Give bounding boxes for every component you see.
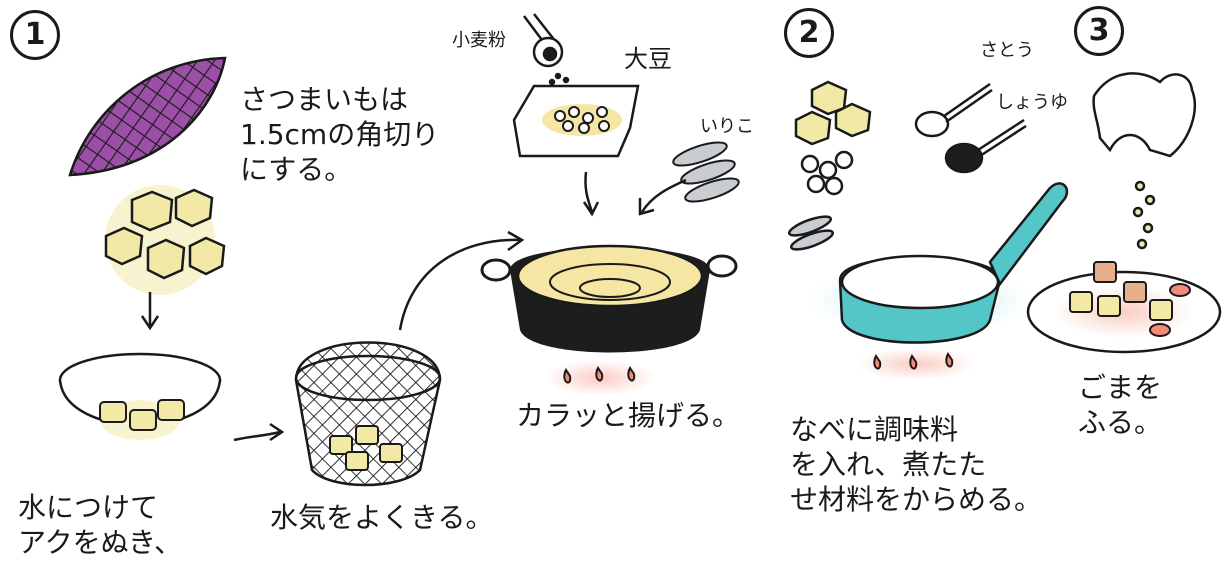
soybean-tray-icon: [512, 84, 640, 158]
strainer-icon: [294, 341, 442, 487]
measuring-spoon-icon: [914, 82, 1027, 174]
step-number-1: 1: [10, 10, 60, 60]
water-bowl-icon: [58, 352, 222, 440]
soybeans-label: 大豆: [624, 45, 672, 73]
sweet-potato-icon: [68, 56, 227, 177]
iriko-label: いりこ: [700, 116, 754, 137]
down-arrow-icon: [638, 178, 687, 216]
curved-arrow-icon: [398, 230, 525, 331]
fry-instruction: カラッと揚げる。: [516, 399, 741, 432]
finished-dish-icon: [1026, 261, 1222, 354]
down-arrow-icon: [582, 171, 600, 217]
flame-icon: [544, 360, 656, 396]
sprinkling-hand-icon: [1092, 72, 1197, 250]
sesame-instruction: ごまを ふる。: [1078, 371, 1163, 439]
sweet-potato-instruction: さつまいもは 1.5cmの角切り にする。: [240, 83, 440, 186]
saucepan-icon: [810, 182, 1069, 344]
down-arrow-icon: [140, 292, 160, 331]
potato-cubes-icon: [104, 185, 226, 295]
drain-instruction: 水気をよくきる。: [270, 501, 494, 534]
soy-sauce-label: しょうゆ: [996, 92, 1068, 113]
simmer-instruction: なべに調味料 を入れ、煮たた せ材料をからめる。: [790, 413, 1043, 516]
ingredients-icon: [787, 80, 872, 251]
step-number-2: 2: [784, 8, 834, 58]
right-arrow-icon: [233, 422, 285, 442]
step-number-3: 3: [1074, 6, 1124, 56]
soak-instruction: 水につけて アクをぬき、: [18, 491, 183, 559]
iriko-fish-icon: [672, 141, 740, 203]
flame-icon: [856, 348, 976, 380]
flour-label: 小麦粉: [452, 30, 506, 51]
sugar-label: さとう: [980, 40, 1034, 61]
frying-pot-icon: [480, 244, 738, 353]
flour-scoop-icon: [523, 13, 570, 86]
